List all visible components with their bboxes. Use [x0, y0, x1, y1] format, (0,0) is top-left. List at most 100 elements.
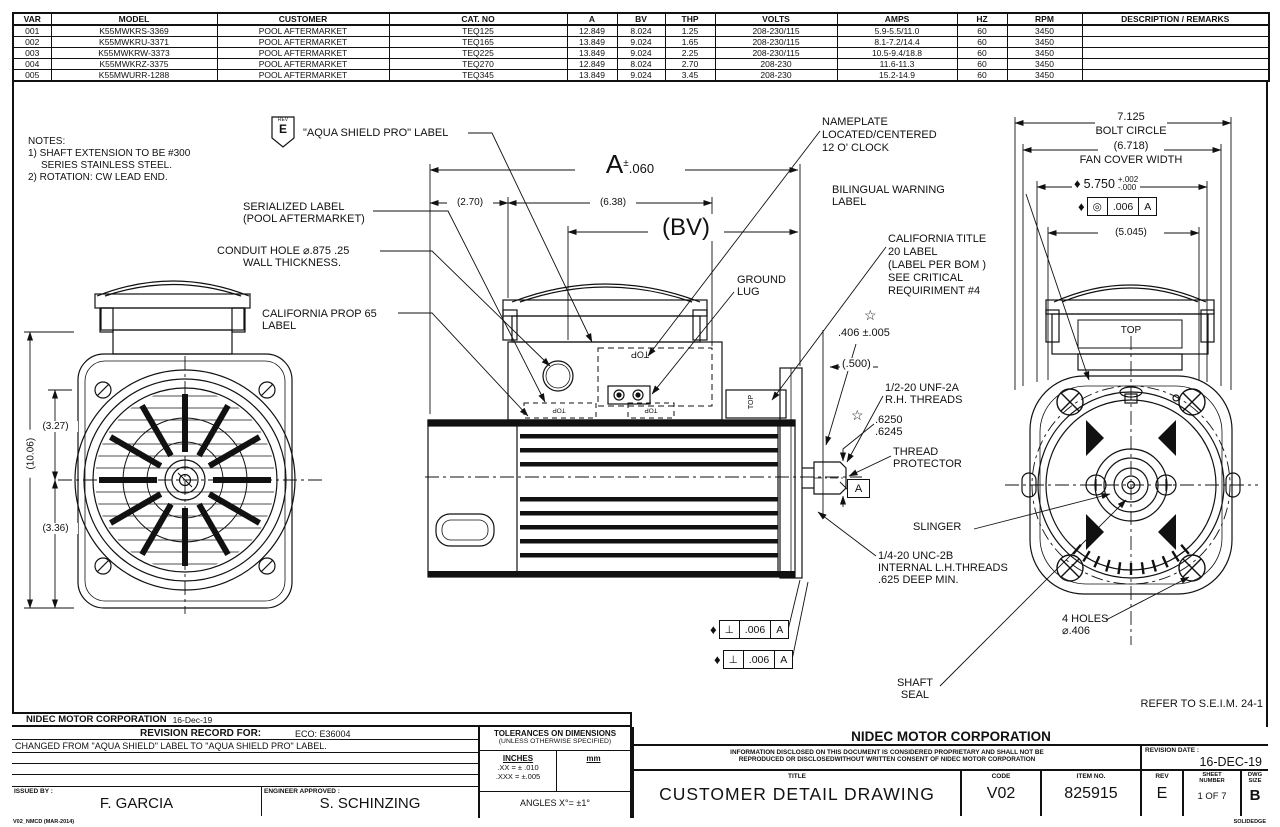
issued-by-label: ISSUED BY : — [14, 788, 53, 795]
engineer-approved-cell: ENGINEER APPROVED : S. SCHINZING — [262, 787, 478, 816]
table-cell: K55MWKRW-3373 — [50, 47, 218, 59]
code-cell: CODE V02 — [960, 771, 1040, 816]
top-label-small-2: TOP — [644, 406, 658, 414]
callout-conduit-hole: CONDUIT HOLE ⌀.875 .25 — [217, 245, 350, 257]
fcf-datum: A — [776, 623, 784, 636]
fcf-tolerance: .006 — [1108, 198, 1140, 215]
table-cell: 13.849 — [566, 36, 618, 48]
table-cell: 60 — [956, 24, 1008, 37]
refer-note: REFER TO S.E.I.M. 24-1 — [1140, 698, 1263, 710]
dim-7-125: 7.125 — [1095, 111, 1167, 124]
top-label-small-1: TOP — [552, 406, 566, 414]
table-cell — [1081, 69, 1270, 82]
table-cell: TEQ165 — [388, 36, 568, 48]
table-cell: K55MWKRU-3371 — [50, 36, 218, 48]
table-cell: TEQ270 — [388, 58, 568, 70]
mm-label: mm — [586, 754, 601, 763]
dim-a-tol: .060 — [628, 161, 655, 176]
fcf-datum: A — [1144, 200, 1152, 213]
diamond-icon: ♦ — [1078, 199, 1085, 214]
column-header: VOLTS — [714, 12, 838, 26]
table-cell: 002 — [12, 36, 52, 48]
table-cell — [1081, 24, 1270, 37]
column-header: CUSTOMER — [216, 12, 390, 26]
table-cell: 12.849 — [566, 58, 618, 70]
dim-a-letter: A — [605, 149, 624, 179]
footer-company-bar: NIDEC MOTOR CORPORATION 16-Dec-19 — [12, 712, 632, 727]
callout-rh-threads: 1/2-20 UNF-2A — [885, 382, 959, 394]
callout-serialized-label2: (POOL AFTERMARKET) — [243, 213, 365, 225]
footer-date: 16-Dec-19 — [172, 714, 213, 725]
table-cell: 10.5-9.4/18.8 — [836, 47, 958, 59]
callout-ground-lug2: LUG — [737, 286, 760, 298]
tol-xxx: .XXX = ±.005 — [495, 772, 541, 781]
table-cell: 3450 — [1006, 58, 1083, 70]
note-1b: SERIES STAINLESS STEEL. — [41, 160, 172, 171]
table-cell: 005 — [12, 69, 52, 82]
table-cell: K55MWKRS-3369 — [50, 24, 218, 37]
sheet-value: 1 OF 7 — [1197, 790, 1227, 802]
fcf-perpendicularity-2: ♦ ⊥ .006 A — [714, 650, 794, 669]
table-cell: 208-230 — [714, 58, 838, 70]
table-cell: 3450 — [1006, 47, 1083, 59]
table-cell: 208-230 — [714, 69, 838, 82]
column-header: VAR — [12, 12, 52, 26]
table-cell: K55MWURR-1288 — [50, 69, 218, 82]
dim-a-overall: A±.060 — [575, 149, 685, 180]
table-cell: 9.024 — [616, 69, 666, 82]
tolerances-subtitle: (UNLESS OTHERWISE SPECIFIED) — [498, 738, 612, 745]
title-label: TITLE — [787, 773, 807, 780]
table-cell: 208-230/115 — [714, 36, 838, 48]
table-cell: 208-230/115 — [714, 24, 838, 37]
callout-lh-threads2: INTERNAL L.H.THREADS — [878, 562, 1008, 574]
table-cell: 004 — [12, 58, 52, 70]
drawing-title: CUSTOMER DETAIL DRAWING — [659, 784, 935, 804]
table-cell: 2.25 — [664, 47, 716, 59]
diamond-icon: ♦ — [710, 622, 717, 637]
engineer-approved-label: ENGINEER APPROVED : — [264, 788, 340, 795]
revision-record-title: REVISION RECORD FOR: — [140, 728, 262, 739]
table-cell: 60 — [956, 69, 1008, 82]
column-header: BV — [616, 12, 666, 26]
sheet-label-2: NUMBER — [1199, 778, 1225, 785]
column-header: CAT. NO — [388, 12, 568, 26]
revision-empty-row — [12, 753, 478, 764]
table-cell: 60 — [956, 36, 1008, 48]
callout-prop65-2: LABEL — [262, 320, 297, 332]
item-no-label: ITEM NO. — [1076, 773, 1106, 780]
callout-title20-3: (LABEL PER BOM ) — [888, 259, 987, 271]
table-cell — [1081, 47, 1270, 59]
table-cell: 60 — [956, 47, 1008, 59]
proprietary-notice: INFORMATION DISCLOSED ON THIS DOCUMENT I… — [634, 746, 1140, 769]
callout-title20-4: SEE CRITICAL — [888, 272, 964, 284]
callout-lh-threads3: .625 DEEP MIN. — [878, 574, 959, 586]
titleblock-company: NIDEC MOTOR CORPORATION — [634, 727, 1268, 746]
table-cell: 3.45 — [664, 69, 716, 82]
table-cell: POOL AFTERMARKET — [216, 36, 390, 48]
column-header: AMPS — [836, 12, 958, 26]
table-cell: 12.849 — [566, 24, 618, 37]
tol-minus: -.000 — [1117, 183, 1137, 193]
dim-bv: (BV) — [648, 214, 724, 242]
table-cell: 1.65 — [664, 36, 716, 48]
callout-aqua-shield-label: "AQUA SHIELD PRO" LABEL — [303, 127, 449, 139]
revision-empty-row — [12, 764, 478, 775]
revision-change-entry: CHANGED FROM "AQUA SHIELD" LABEL TO "AQU… — [12, 740, 478, 753]
callout-nameplate2: LOCATED/CENTERED — [822, 129, 937, 141]
rev-flag-letter: E — [278, 122, 287, 136]
top-label-nameplate: TOP — [630, 349, 650, 360]
callout-serialized-label: SERIALIZED LABEL — [243, 201, 345, 213]
cad-system-label: SOLIDEDGE — [1233, 819, 1266, 825]
table-cell: 8.024 — [616, 58, 666, 70]
table-cell: 001 — [12, 24, 52, 37]
callout-bilingual2: LABEL — [832, 196, 867, 208]
column-header: A — [566, 12, 618, 26]
star-icon: ☆ — [851, 407, 864, 423]
fcf-tolerance: .006 — [744, 651, 776, 668]
revision-empty-row — [12, 775, 478, 787]
tolerances-title: TOLERANCES ON DIMENSIONS — [493, 729, 617, 738]
callout-4-holes2: ⌀.406 — [1062, 625, 1091, 637]
